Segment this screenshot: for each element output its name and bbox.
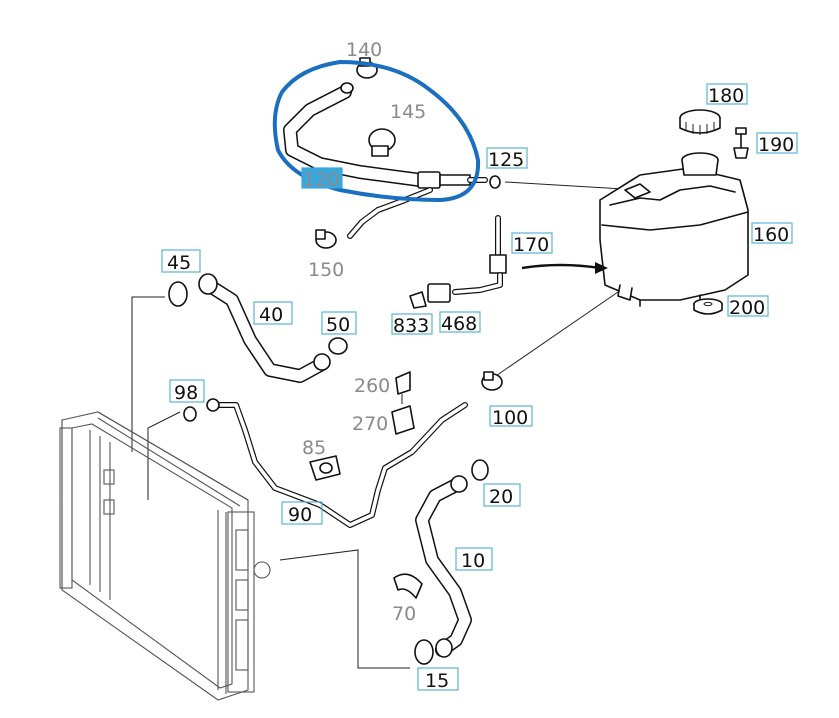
clip-70 <box>393 573 423 599</box>
hose-clamp-150 <box>315 229 337 249</box>
callout-180: 180 <box>708 85 744 107</box>
callout-270: 270 <box>352 413 388 435</box>
callout-70: 70 <box>392 603 416 625</box>
expansion-tank <box>599 152 749 307</box>
rubber-mount <box>693 298 723 315</box>
o-ring-98 <box>183 406 197 422</box>
callout-200: 200 <box>729 297 765 319</box>
callout-100: 100 <box>492 407 528 429</box>
bracket-260 <box>395 371 411 404</box>
callout-140: 140 <box>346 39 382 61</box>
callout-98: 98 <box>174 382 198 404</box>
callout-15: 15 <box>425 670 449 692</box>
callout-labels: 140 145 120 125 150 170 180 190 160 200 … <box>161 39 798 692</box>
callout-190: 190 <box>758 134 794 156</box>
level-sensor-assembly <box>409 215 608 309</box>
hose-10 <box>415 475 472 658</box>
callout-260: 260 <box>354 375 390 397</box>
callout-833: 833 <box>393 315 429 337</box>
callout-45: 45 <box>167 252 191 274</box>
o-ring-15 <box>414 639 434 665</box>
callout-145: 145 <box>390 101 426 123</box>
highlight-marker <box>272 60 481 202</box>
o-ring-50 <box>328 337 348 355</box>
hose-40 <box>198 273 331 383</box>
hose-clamp-100 <box>481 371 503 391</box>
hose-clamp-145 <box>368 128 396 157</box>
radiator <box>59 411 271 701</box>
callout-120: 120 <box>303 169 339 191</box>
o-ring-20 <box>471 459 489 481</box>
callout-50: 50 <box>326 314 350 336</box>
callout-125: 125 <box>488 149 524 171</box>
bolt <box>733 127 749 159</box>
callout-150: 150 <box>308 259 344 281</box>
callout-85: 85 <box>302 437 326 459</box>
callout-90: 90 <box>288 504 312 526</box>
holder-85 <box>309 455 341 481</box>
o-ring-45 <box>168 281 188 307</box>
callout-20: 20 <box>489 486 513 508</box>
callout-170: 170 <box>513 234 549 256</box>
tank-cap <box>679 109 721 135</box>
callout-10: 10 <box>461 550 485 572</box>
pipe-90 <box>206 398 468 528</box>
callout-160: 160 <box>753 224 789 246</box>
callout-40: 40 <box>259 304 283 326</box>
bracket-270 <box>391 405 415 435</box>
o-ring-125 <box>489 175 501 189</box>
upper-hose-assembly <box>283 82 488 239</box>
callout-468: 468 <box>441 313 477 335</box>
